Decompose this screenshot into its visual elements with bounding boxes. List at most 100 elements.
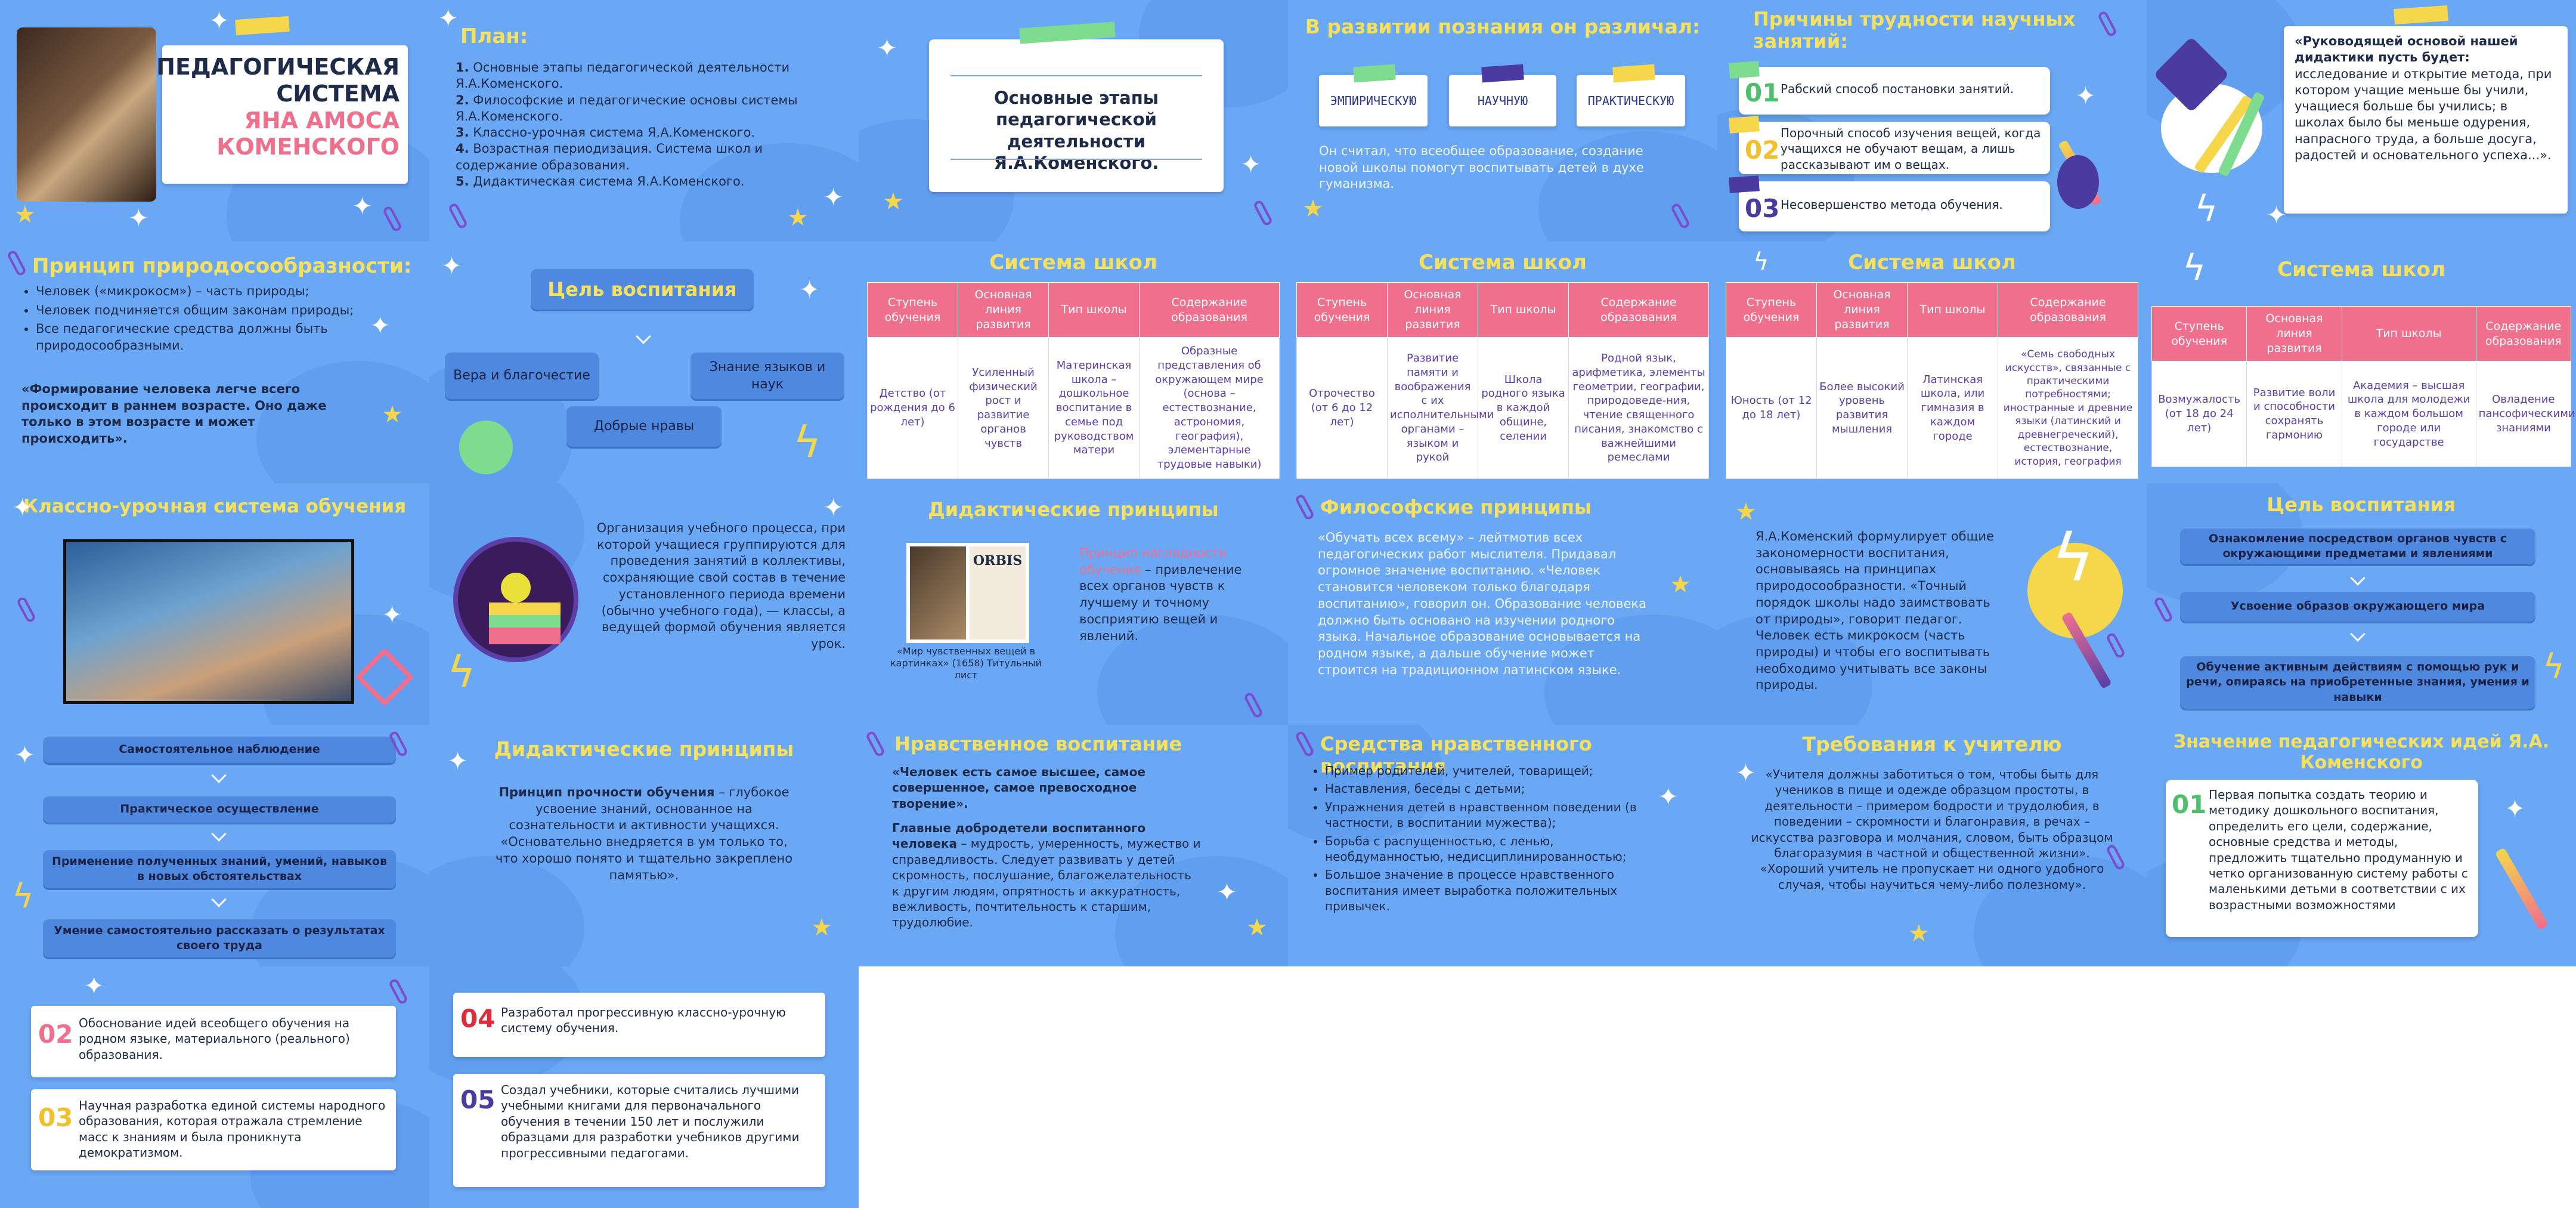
significance-card: 03 Научная разработка единой системы нар… — [31, 1089, 396, 1170]
list-item: Борьба с распущенностью, с ленью, необду… — [1325, 833, 1643, 865]
slide-moral-means[interactable]: Средства нравственного воспитания Пример… — [1288, 725, 1717, 966]
table-header: Ступень обучения — [866, 282, 959, 338]
slide-cognition[interactable]: В развитии познания он различал: ЭМПИРИЧ… — [1288, 0, 1717, 242]
table-header: Содержание образования — [1568, 282, 1709, 338]
list-item: Человек («микрокосм») – часть природы; — [36, 283, 354, 300]
slide-didactic-visual[interactable]: Дидактические принципы ORBIS «Мир чувств… — [859, 483, 1288, 725]
slide-significance-3[interactable]: 04 Разработал прогрессивную классно-уроч… — [429, 966, 859, 1208]
difficulty-card: 01 Рабский способ постановки занятий. — [1739, 67, 2050, 115]
cognition-box-practical: ПРАКТИЧЕСКУЮ — [1577, 75, 1685, 126]
schools-title: Система школ — [1419, 251, 1587, 274]
empty-area — [1288, 966, 1717, 1208]
slide-stages[interactable]: Основные этапы педагогической деятельнос… — [859, 0, 1288, 242]
star-icon: ★ — [883, 188, 904, 215]
class-step: Самостоятельное наблюдение — [43, 737, 396, 763]
slide-difficulties[interactable]: Причины трудности научных занятий: 01 Ра… — [1717, 0, 2147, 242]
didactic-durability-title: Дидактические принципы — [494, 737, 794, 761]
plan-item: 1. Основные этапы педагогической деятель… — [456, 60, 790, 91]
slide-plan[interactable]: План: 1. Основные этапы педагогической д… — [429, 0, 859, 242]
schools-title: Система школ — [1848, 251, 2016, 274]
star-icon: ✦ — [1658, 782, 1679, 811]
empty-area — [1717, 966, 2147, 1208]
table-header: Тип школы — [1048, 282, 1140, 338]
table-header: Основная линия развития — [1387, 282, 1479, 338]
list-item: Человек подчиняется общим законам природ… — [36, 302, 354, 319]
slide-natural-principle[interactable]: Принцип природосообразности: Человек («м… — [0, 242, 429, 483]
slide-philosophy[interactable]: Философские принципы «Обучать всех всему… — [1288, 483, 1717, 725]
significance-text: Научная разработка единой системы народн… — [79, 1098, 386, 1160]
table-cell: Развитие воли и способности сохранять га… — [2246, 361, 2342, 467]
philosophy-text: «Обучать всех всему» – лейтмотив всех пе… — [1318, 530, 1646, 677]
moral-text: Главные добродетели воспитанного человек… — [892, 820, 1202, 931]
lightning-icon: ϟ — [2182, 247, 2206, 289]
didactic-visual-text: Принцип наглядности обучения – привлечен… — [1079, 545, 1270, 644]
plan-title: План: — [460, 24, 528, 48]
slide-title[interactable]: ПЕДАГОГИЧЕСКАЯ СИСТЕМА ЯНА АМОСА КОМЕНСК… — [0, 0, 429, 242]
arrow-icon — [211, 768, 227, 783]
slide-class-steps[interactable]: Самостоятельное наблюдение Практическое … — [0, 725, 429, 966]
slide-class-lesson[interactable]: Классно-урочная система обучения ✦ ✦ — [0, 483, 429, 725]
slide-teacher-requirements[interactable]: Требования к учителю «Учителя должны заб… — [1717, 725, 2147, 966]
slide-upbringing-goal[interactable]: Цель воспитания Вера и благочестие Знани… — [429, 242, 859, 483]
book-image: ORBIS — [906, 543, 1029, 643]
table-cell: Материнская школа – дошкольное воспитани… — [1048, 337, 1140, 479]
cognition-box-scientific: НАУЧНУЮ — [1449, 75, 1556, 126]
significance-text: Обоснование идей всеобщего обучения на р… — [79, 1016, 350, 1062]
slide-didactic-durability[interactable]: Дидактические принципы Принцип прочности… — [429, 725, 859, 966]
table-header: Основная линия развития — [2246, 305, 2342, 362]
goal-faith: Вера и благочестие — [445, 353, 599, 399]
paperclip-icon — [2105, 631, 2126, 660]
table-header: Содержание образования — [2475, 305, 2572, 362]
principle-name: Принцип наглядности обучения — [1079, 546, 1227, 577]
goal-top: Цель воспитания — [531, 269, 754, 310]
significance-number: 01 — [2172, 790, 2207, 819]
lightning-icon: ϟ — [793, 417, 822, 467]
slide-significance[interactable]: Значение педагогических идей Я.А. Коменс… — [2147, 725, 2576, 966]
class-step: Умение самостоятельно рассказать о резул… — [43, 919, 396, 957]
star-icon: ★ — [14, 201, 36, 228]
natural-principle-quote: «Формирование человека легче всего проис… — [21, 382, 327, 446]
upbringing-step: Усвоение образов окружающего мира — [2180, 592, 2535, 622]
principle-text: – привлечение всех органов чувств к лучш… — [1079, 562, 1242, 643]
table-cell: Овладение пансофическими знаниями — [2475, 361, 2575, 467]
significance-card: 05 Создал учебники, которые считались лу… — [453, 1074, 825, 1187]
slide-moral-education[interactable]: Нравственное воспитание «Человек есть са… — [859, 725, 1288, 966]
table-cell: Образные представления об окружающем мир… — [1139, 337, 1280, 479]
virtues-label: Главные добродетели воспитанного человек… — [892, 821, 1146, 851]
slide-significance-2[interactable]: 02 Обоснование идей всеобщего обучения н… — [0, 966, 429, 1208]
significance-number: 03 — [38, 1103, 73, 1132]
star-icon: ✦ — [128, 203, 150, 233]
table-cell: Отрочество (от 6 до 12 лет) — [1296, 337, 1388, 479]
star-icon: ★ — [1735, 498, 1757, 526]
slide-class-definition[interactable]: Организация учебного процесса, при котор… — [429, 483, 859, 725]
slide-nature-laws[interactable]: ★ Я.А.Коменский формулирует общие законо… — [1717, 483, 2147, 725]
difficulty-text: Рабский способ постановки занятий. — [1781, 82, 2014, 96]
star-icon: ★ — [811, 914, 832, 941]
goal-morals: Добрые нравы — [566, 406, 722, 447]
title-card: ПЕДАГОГИЧЕСКАЯ СИСТЕМА ЯНА АМОСА КОМЕНСК… — [156, 45, 408, 184]
paint-blob — [459, 421, 513, 474]
significance-text: Разработал прогрессивную классно-урочную… — [501, 1005, 786, 1036]
table-cell: Юность (от 12 до 18 лет) — [1725, 337, 1818, 479]
significance-number: 02 — [38, 1019, 73, 1049]
tape-decoration — [235, 16, 290, 36]
paperclip-icon — [388, 977, 409, 1006]
class-step: Практическое осуществление — [43, 796, 396, 823]
slide-didactics-quote[interactable]: «Руководящей основой нашей дидактики пус… — [2147, 0, 2576, 242]
table-cell: Усиленный физический рост и развитие орг… — [958, 337, 1049, 479]
star-icon: ✦ — [823, 183, 844, 212]
list-item: Пример родителей, учителей, товарищей; — [1325, 763, 1643, 778]
books-stack — [489, 603, 561, 644]
difficulty-text: Несовершенство метода обучения. — [1781, 197, 2003, 212]
cognition-box-empirical: ЭМПИРИЧЕСКУЮ — [1319, 75, 1428, 126]
portrait-comenius — [17, 27, 156, 202]
star-icon: ✦ — [2504, 794, 2526, 823]
table-header: Содержание образования — [1998, 282, 2138, 338]
slide-upbringing-steps[interactable]: Цель воспитания Ознакомление посредством… — [2147, 483, 2576, 725]
